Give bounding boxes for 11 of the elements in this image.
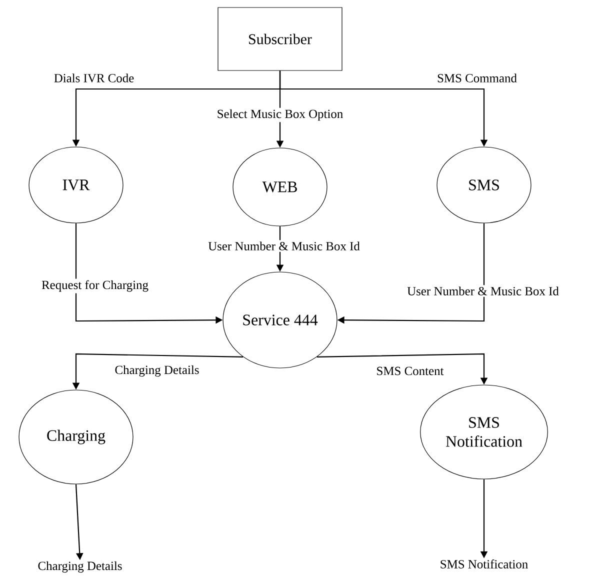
edge-label: SMS Content bbox=[374, 365, 446, 377]
edge-label: Charging Details bbox=[113, 364, 201, 378]
edge-label: SMS Command bbox=[436, 72, 518, 84]
output-text: SMS Notification bbox=[440, 560, 528, 568]
edge-label: Select Music Box Option bbox=[215, 108, 345, 122]
process-box: Subscriber bbox=[218, 7, 342, 71]
edge-label: Dials IVR Code bbox=[52, 72, 136, 84]
edge-label: Request for Charging bbox=[40, 278, 150, 294]
output-text: Charging Details bbox=[38, 561, 122, 573]
edge-label: User Number & Music Box Id bbox=[406, 285, 560, 297]
edge-label: User Number & Music Box Id bbox=[206, 240, 362, 252]
